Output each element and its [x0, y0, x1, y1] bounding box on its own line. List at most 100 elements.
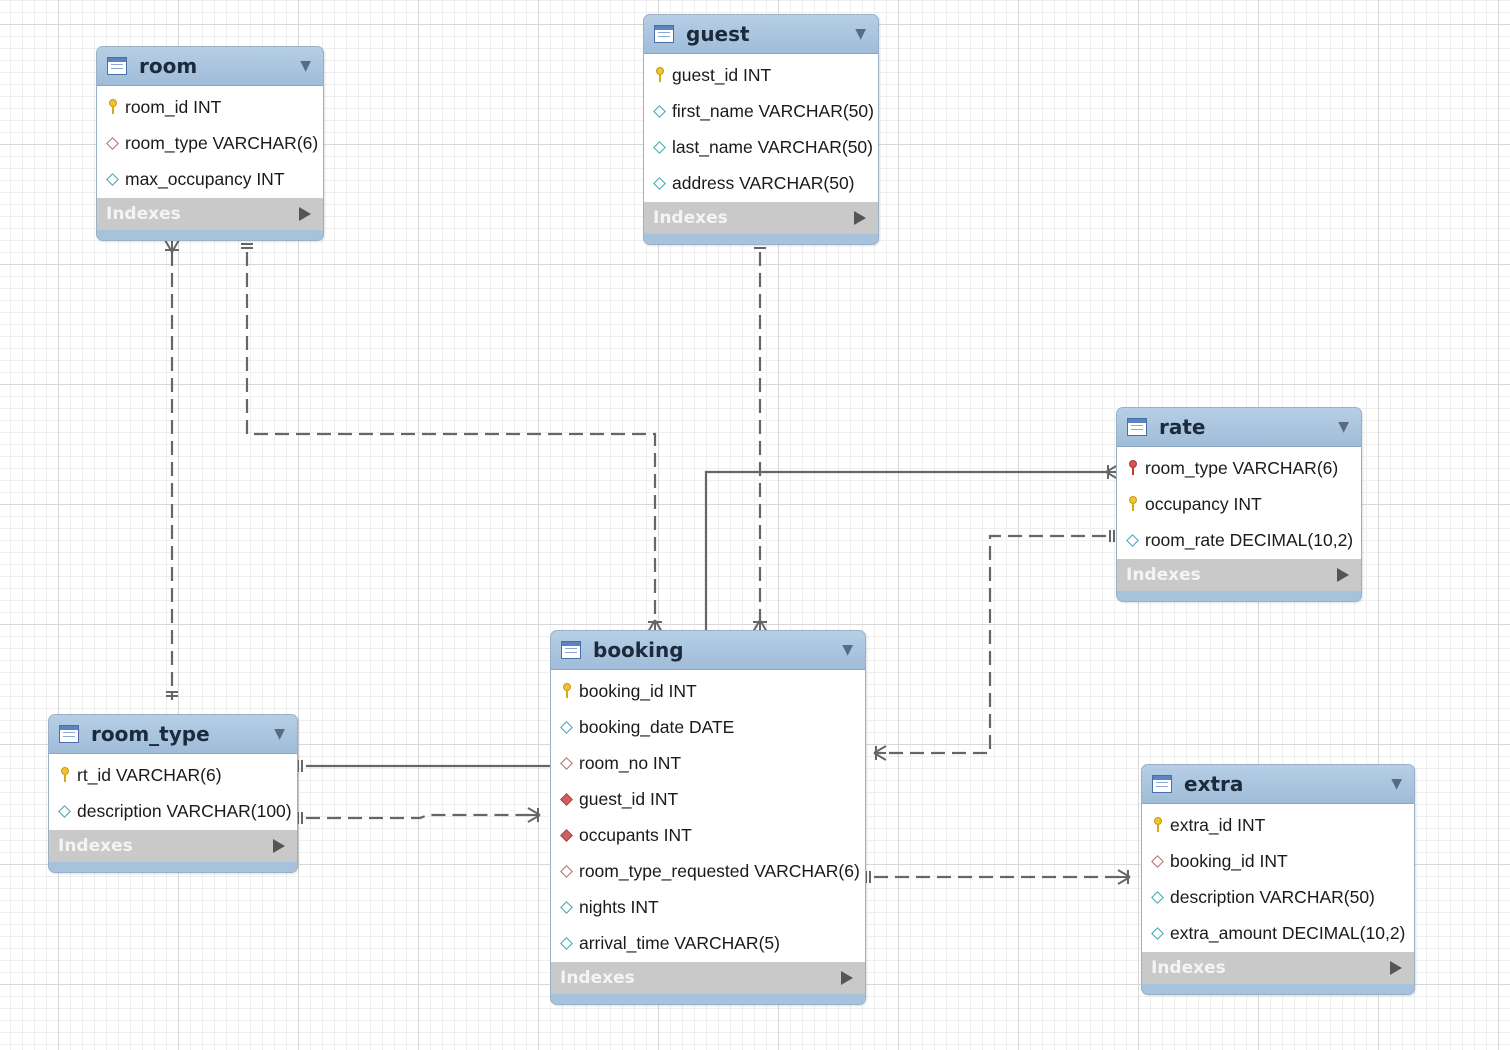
indexes-label: Indexes [653, 208, 728, 228]
column-row[interactable]: extra_amount DECIMAL(10,2) [1142, 915, 1414, 951]
table-icon [59, 725, 79, 743]
table-rate[interactable]: rate ▼ room_type VARCHAR(6) occupancy INT… [1116, 407, 1362, 602]
column-label: room_id INT [125, 96, 222, 117]
relationship-roomtype-booking-solid[interactable] [297, 760, 550, 772]
column-row[interactable]: occupants INT [551, 817, 865, 853]
table-icon [561, 641, 581, 659]
column-label: rt_id VARCHAR(6) [77, 764, 222, 785]
column-row[interactable]: first_name VARCHAR(50) [644, 93, 878, 129]
column-row[interactable]: room_no INT [551, 745, 865, 781]
expand-arrow-icon[interactable] [1390, 961, 1402, 975]
relationship-booking-extra[interactable] [865, 869, 1131, 885]
column-label: address VARCHAR(50) [672, 172, 855, 193]
indexes-section[interactable]: Indexes [1117, 559, 1361, 591]
indexes-section[interactable]: Indexes [49, 830, 297, 862]
table-collapse-icon[interactable]: ▼ [855, 26, 866, 42]
relationship-roomtype-booking-dashed[interactable] [297, 807, 541, 824]
column-list: rt_id VARCHAR(6) description VARCHAR(100) [49, 754, 297, 830]
column-label: last_name VARCHAR(50) [672, 136, 873, 157]
column-label: booking_id INT [1170, 850, 1288, 871]
column-row[interactable]: room_type VARCHAR(6) [1117, 450, 1361, 486]
table-header[interactable]: guest ▼ [644, 15, 878, 54]
foreign-key-not-null-diamond-icon [560, 828, 573, 842]
column-row[interactable]: booking_date DATE [551, 709, 865, 745]
table-header[interactable]: room ▼ [97, 47, 323, 86]
expand-arrow-icon[interactable] [841, 971, 853, 985]
primary-key-icon [653, 67, 666, 82]
column-row[interactable]: nights INT [551, 889, 865, 925]
column-row[interactable]: rt_id VARCHAR(6) [49, 757, 297, 793]
indexes-label: Indexes [560, 968, 635, 988]
column-row[interactable]: extra_id INT [1142, 807, 1414, 843]
table-icon [1127, 418, 1147, 436]
column-label: booking_date DATE [579, 716, 735, 737]
relationship-rate-booking-solid[interactable] [704, 464, 1119, 630]
column-label: room_type_requested VARCHAR(6) [579, 860, 860, 881]
table-header[interactable]: rate ▼ [1117, 408, 1361, 447]
relationship-room-booking[interactable] [241, 243, 663, 633]
table-collapse-icon[interactable]: ▼ [1391, 776, 1402, 792]
column-label: first_name VARCHAR(50) [672, 100, 874, 121]
column-row[interactable]: arrival_time VARCHAR(5) [551, 925, 865, 961]
table-guest[interactable]: guest ▼ guest_id INT first_name VARCHAR(5… [643, 14, 879, 245]
expand-arrow-icon[interactable] [854, 211, 866, 225]
column-diamond-icon [560, 720, 573, 734]
relationship-room-roomtype[interactable] [164, 239, 180, 700]
expand-arrow-icon[interactable] [273, 839, 285, 853]
column-diamond-icon [58, 804, 71, 818]
column-diamond-icon [560, 936, 573, 950]
primary-key-icon [1126, 496, 1139, 511]
table-icon [1152, 775, 1172, 793]
column-label: room_no INT [579, 752, 682, 773]
column-row[interactable]: description VARCHAR(50) [1142, 879, 1414, 915]
column-row[interactable]: booking_id INT [1142, 843, 1414, 879]
column-label: occupants INT [579, 824, 692, 845]
foreign-key-diamond-icon [560, 756, 573, 770]
table-header[interactable]: room_type ▼ [49, 715, 297, 754]
table-collapse-icon[interactable]: ▼ [842, 642, 853, 658]
primary-key-icon [1151, 817, 1164, 832]
relationship-rate-booking-dashed[interactable] [873, 530, 1115, 761]
column-row[interactable]: room_rate DECIMAL(10,2) [1117, 522, 1361, 558]
column-row[interactable]: last_name VARCHAR(50) [644, 129, 878, 165]
table-room-type[interactable]: room_type ▼ rt_id VARCHAR(6) description … [48, 714, 298, 873]
column-row[interactable]: description VARCHAR(100) [49, 793, 297, 829]
column-label: extra_amount DECIMAL(10,2) [1170, 922, 1406, 943]
column-row[interactable]: occupancy INT [1117, 486, 1361, 522]
column-label: booking_id INT [579, 680, 697, 701]
table-collapse-icon[interactable]: ▼ [1338, 419, 1349, 435]
table-header[interactable]: booking ▼ [551, 631, 865, 670]
table-room[interactable]: room ▼ room_id INT room_type VARCHAR(6)ma… [96, 46, 324, 241]
column-label: room_type VARCHAR(6) [1145, 457, 1339, 478]
column-row[interactable]: guest_id INT [551, 781, 865, 817]
column-row[interactable]: room_type_requested VARCHAR(6) [551, 853, 865, 889]
column-row[interactable]: guest_id INT [644, 57, 878, 93]
table-title: room_type [91, 722, 210, 746]
column-list: room_id INT room_type VARCHAR(6)max_occup… [97, 86, 323, 198]
table-collapse-icon[interactable]: ▼ [300, 58, 311, 74]
expand-arrow-icon[interactable] [299, 207, 311, 221]
column-row[interactable]: room_id INT [97, 89, 323, 125]
relationship-guest-booking[interactable] [752, 243, 768, 633]
indexes-section[interactable]: Indexes [551, 962, 865, 994]
column-list: extra_id INT booking_id INT description VA… [1142, 804, 1414, 952]
foreign-key-not-null-diamond-icon [560, 792, 573, 806]
column-row[interactable]: address VARCHAR(50) [644, 165, 878, 201]
table-extra[interactable]: extra ▼ extra_id INT booking_id INT descri… [1141, 764, 1415, 995]
table-collapse-icon[interactable]: ▼ [274, 726, 285, 742]
indexes-section[interactable]: Indexes [644, 202, 878, 234]
indexes-section[interactable]: Indexes [1142, 952, 1414, 984]
column-row[interactable]: booking_id INT [551, 673, 865, 709]
table-title: rate [1159, 415, 1206, 439]
table-header[interactable]: extra ▼ [1142, 765, 1414, 804]
foreign-key-diamond-icon [560, 864, 573, 878]
column-list: guest_id INT first_name VARCHAR(50) last_n… [644, 54, 878, 202]
column-diamond-icon [1151, 890, 1164, 904]
column-row[interactable]: max_occupancy INT [97, 161, 323, 197]
column-row[interactable]: room_type VARCHAR(6) [97, 125, 323, 161]
expand-arrow-icon[interactable] [1337, 568, 1349, 582]
table-footer [1117, 591, 1361, 601]
indexes-section[interactable]: Indexes [97, 198, 323, 230]
table-booking[interactable]: booking ▼ booking_id INT booking_date DAT… [550, 630, 866, 1005]
